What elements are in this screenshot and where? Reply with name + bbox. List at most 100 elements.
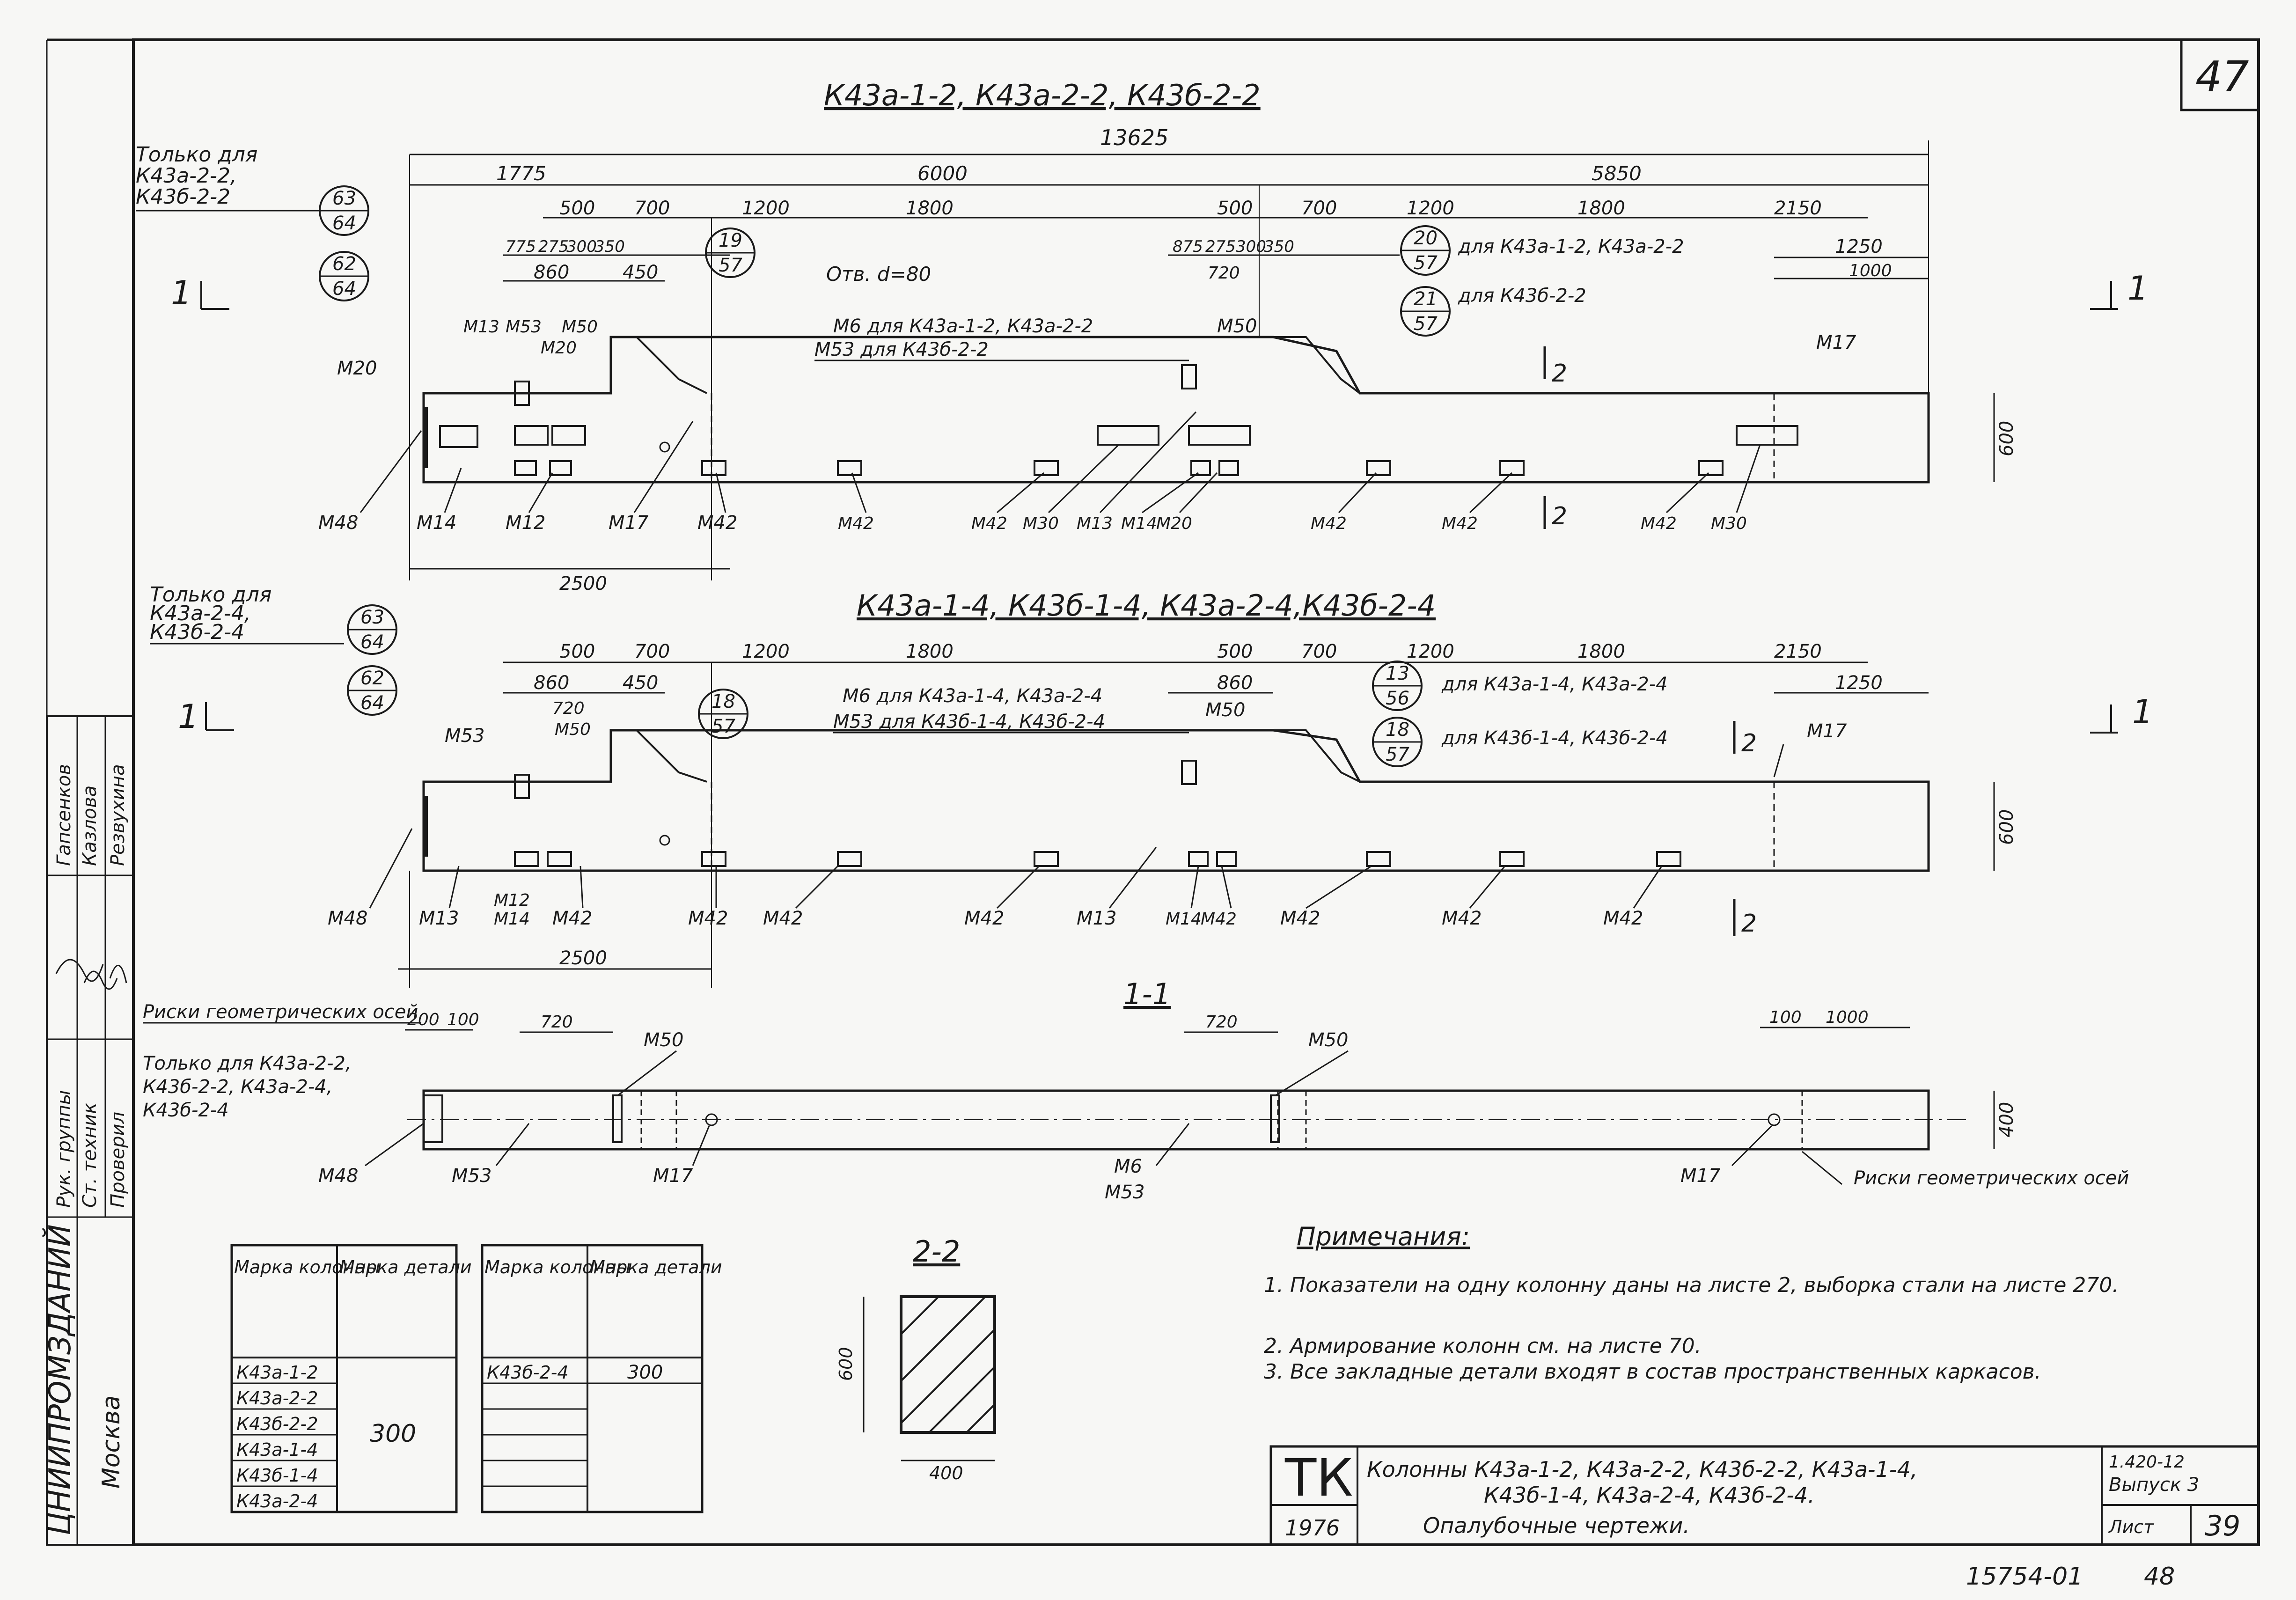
stamp-role-3: Проверил [107, 1112, 129, 1208]
title-line-1: Колонны К43а-1-2, К43а-2-2, К43б-2-2, К4… [1367, 1457, 1917, 1482]
dim: 450 [623, 262, 658, 283]
mark-label: М17 [609, 512, 649, 534]
dim: 5850 [1592, 162, 1642, 185]
notes: Примечания: 1. Показатели на одну колонн… [1264, 1222, 2119, 1384]
mark-label: М13 [463, 317, 499, 337]
svg-text:2: 2 [1552, 502, 1567, 530]
geo-axes-left: Риски геометрических осей [143, 1001, 418, 1023]
plate [514, 774, 530, 799]
section-cut-1-1-mid: 1 1 [178, 693, 2153, 736]
mark-label: М50 [1217, 316, 1257, 337]
svg-text:1: 1 [171, 274, 192, 312]
plate [514, 381, 530, 406]
plate [1034, 851, 1059, 867]
hole-80 [659, 441, 670, 453]
dim: 2500 [559, 947, 607, 969]
table-cell: К43б-2-4 [487, 1362, 569, 1383]
mark-label: М14 [417, 512, 456, 534]
table-cell: К43а-2-4 [236, 1491, 318, 1512]
dim: 600 [836, 1347, 856, 1381]
plate [1216, 851, 1237, 867]
svg-text:64: 64 [360, 631, 384, 653]
dim: 1800 [906, 641, 954, 662]
top-title: К43а-1-2, К43а-2-2, К43б-2-2 [824, 78, 1261, 112]
top-column-outline [422, 336, 1930, 484]
stamp-name-1: Гапсенков [53, 764, 75, 866]
sheet-number: 47 [2195, 52, 2249, 102]
ref-circle: 13 56 [1372, 661, 1423, 711]
title-block: ТК 1976 Колонны К43а-1-2, К43а-2-2, К43б… [1269, 1445, 2260, 1546]
dim: 450 [623, 672, 658, 694]
section-2-2-body [900, 1295, 996, 1434]
dim: 100 [447, 1010, 479, 1029]
ref-circle: 18 57 [698, 689, 748, 739]
sheet-label: Лист [2108, 1517, 2155, 1537]
dim: 600 [1996, 809, 2017, 845]
hatch [900, 1296, 996, 1433]
only-for-2: К43б-2-2, К43а-2-4, [143, 1076, 332, 1098]
bottom-page: 48 [2144, 1563, 2175, 1591]
plate [701, 460, 726, 476]
plate [1181, 760, 1197, 785]
leaders [365, 1050, 1773, 1167]
dim: 860 [1217, 672, 1253, 694]
dim: 1250 [1835, 672, 1883, 694]
top-console-1 [611, 336, 707, 394]
mark-label: М42 [1603, 908, 1643, 929]
only-for-1: Только для К43а-2-2, [143, 1053, 352, 1074]
svg-text:64: 64 [332, 213, 356, 234]
dim: 2500 [559, 573, 607, 594]
stamp-name-2: Казлова [79, 785, 101, 866]
middle-column-drawing: К43а-1-4, К43б-1-4, К43а-2-4,К43б-2-4 То… [150, 583, 2153, 988]
leaders [359, 411, 1761, 514]
inner-frame [132, 38, 2260, 1546]
top-only-for-2: К43а-2-2, [136, 164, 237, 188]
svg-text:20: 20 [1414, 228, 1438, 249]
dim: 875 [1173, 237, 1203, 256]
mark-label: М17 [1680, 1165, 1721, 1187]
plate [1499, 851, 1525, 867]
table-cell: К43а-1-2 [236, 1362, 318, 1383]
mid-mark-labels: М48 М13 М12 М14 М42 М42 М42 М42 М13 М14 … [328, 699, 1847, 929]
mark-label: М53 [452, 1165, 491, 1187]
ref-circle: 62 64 [319, 251, 369, 301]
section-2-2: 2-2 600 400 [836, 1234, 996, 1483]
mid-only-for-3: К43б-2-4 [150, 620, 244, 644]
plate [1366, 460, 1391, 476]
mark-label: М53 [445, 725, 484, 747]
m53-note: М53 для К43б-1-4, К43б-2-4 [833, 711, 1105, 733]
dim: 1200 [742, 198, 790, 219]
table-frame [230, 1244, 458, 1513]
bottom-code: 15754-01 [1966, 1563, 2083, 1591]
top-console-2 [1273, 336, 1361, 394]
table-header: Марка детали [339, 1257, 472, 1277]
section-cut-2-2-top: 2 2 [1543, 346, 1567, 530]
svg-text:13: 13 [1386, 663, 1409, 684]
mid-only-for-2: К43а-2-4, [150, 602, 251, 625]
dim: 720 [552, 699, 585, 718]
mark-label: М42 [964, 908, 1004, 929]
mark-label: М14 [494, 910, 530, 929]
table-detail: 300 [370, 1420, 416, 1448]
dim: 400 [1996, 1102, 2017, 1138]
dim: 1800 [1577, 198, 1625, 219]
table-cell: К43б-1-4 [236, 1465, 318, 1486]
dim: 1800 [906, 198, 954, 219]
mid-only-for-1: Только для [150, 583, 271, 607]
svg-text:62: 62 [332, 253, 356, 275]
mark-label: М13 [1077, 908, 1116, 929]
svg-text:57: 57 [1386, 744, 1409, 765]
dim: 1000 [1849, 261, 1892, 280]
stamp-role-2: Ст. техник [79, 1102, 101, 1208]
leader [1802, 1151, 1842, 1185]
table-2: Марка колонны Марка детали К43б-2-4 300 [481, 1244, 722, 1513]
plate [701, 851, 726, 867]
mark-label: М48 [318, 1165, 358, 1187]
issue: Выпуск 3 [2109, 1474, 2199, 1496]
section-1-1-title: 1-1 [1123, 977, 1171, 1011]
end-plate [423, 1094, 443, 1143]
plate [837, 851, 862, 867]
svg-text:2: 2 [1741, 910, 1757, 938]
plate [551, 425, 586, 446]
